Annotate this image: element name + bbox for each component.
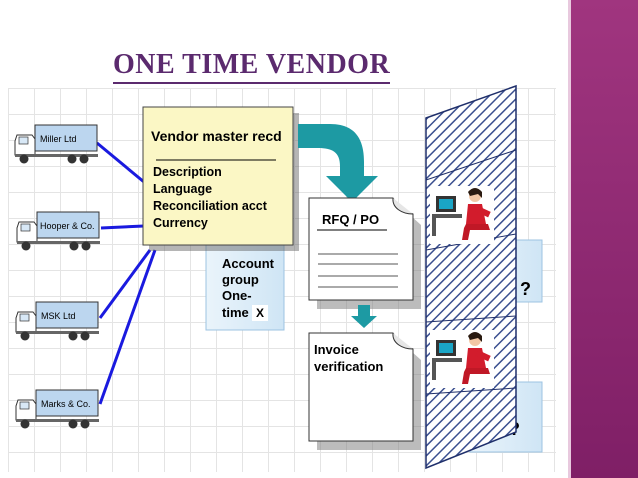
account-group-line: One- [222, 288, 252, 303]
truck-hooper: Hooper & Co. [16, 211, 100, 251]
document-title: Invoice [314, 342, 359, 357]
vendor-master-field: Description [153, 165, 222, 179]
vendor-master-field: Reconciliation acct [153, 199, 268, 213]
truck-msk: MSK Ltd [15, 301, 99, 341]
vendor-master-field: Language [153, 182, 212, 196]
slide-title: ONE TIME VENDOR [113, 48, 391, 84]
connector-line [96, 141, 145, 184]
panel-mark: ? [520, 279, 531, 299]
truck-label: Hooper & Co. [40, 221, 95, 231]
vendor-master-box: Vendor master recd Description Language … [142, 106, 299, 251]
truck-miller: Miller Ltd [14, 124, 98, 164]
document-invoice-verification: Invoice verification [308, 332, 421, 450]
document-title: verification [314, 359, 383, 374]
hatched-wall [425, 84, 517, 470]
vendor-master-heading: Vendor master recd [151, 128, 282, 144]
account-group-line: time [222, 305, 249, 320]
account-group-mark: X [256, 306, 264, 320]
down-arrow-icon [351, 305, 377, 328]
account-group-line: group [222, 272, 259, 287]
truck-label: MSK Ltd [41, 311, 76, 321]
computer-worker-icon [430, 186, 494, 244]
curved-arrow-icon [298, 124, 378, 202]
document-title: RFQ / PO [322, 212, 379, 227]
truck-label: Marks & Co. [41, 399, 91, 409]
connector-line [98, 249, 157, 405]
connector-line [98, 249, 152, 319]
account-group-box: Account group One- time X [205, 239, 285, 331]
document-rfq-po: RFQ / PO [308, 197, 421, 309]
computer-worker-icon [430, 330, 494, 388]
decorative-side-band [568, 0, 638, 478]
connector-line [100, 224, 145, 230]
connector-lines [96, 141, 157, 405]
vendor-master-field: Currency [153, 216, 208, 230]
truck-label: Miller Ltd [40, 134, 77, 144]
truck-marks: Marks & Co. [15, 389, 99, 429]
account-group-line: Account [222, 256, 275, 271]
